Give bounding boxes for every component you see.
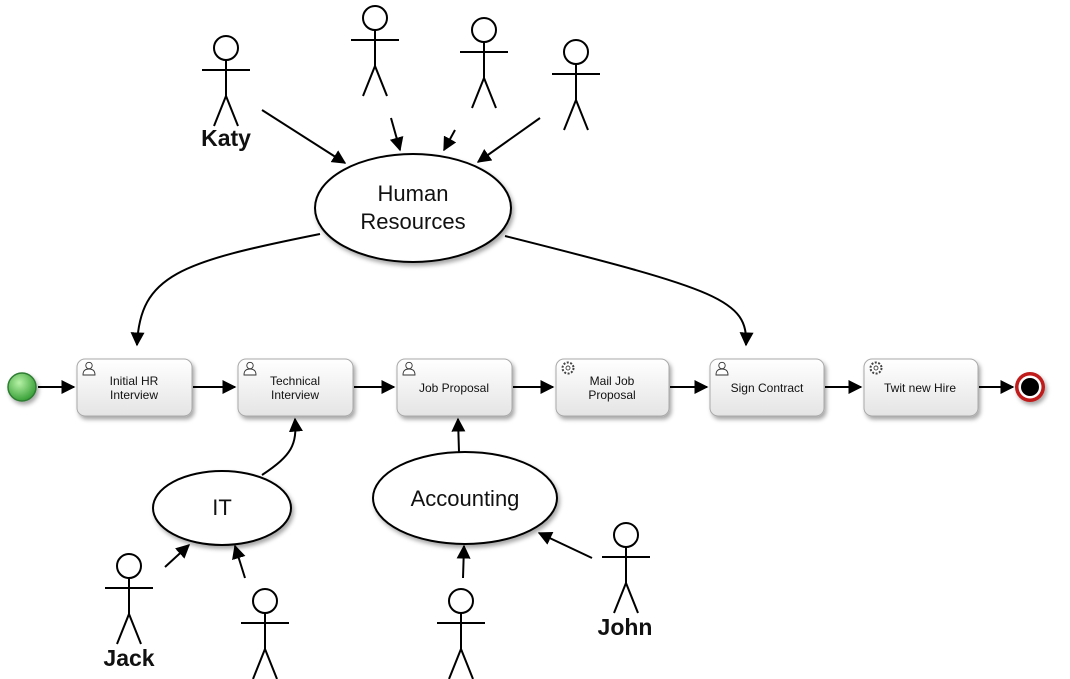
task-technical-interview[interactable]: Technical Interview xyxy=(237,358,354,417)
edge-it-t2 xyxy=(261,417,303,476)
stick-figure-icon xyxy=(351,5,399,97)
user-icon xyxy=(402,361,416,376)
task-label: Sign Contract xyxy=(731,381,804,395)
task-twit-new-hire[interactable]: Twit new Hire xyxy=(863,358,979,417)
edge-hr-t5 xyxy=(504,235,754,347)
task-initial-hr-interview[interactable]: Initial HR Interview xyxy=(76,358,193,417)
group-label: Human xyxy=(378,181,449,206)
group-it[interactable]: IT xyxy=(152,470,292,546)
stick-figure-icon xyxy=(202,35,250,127)
edge-jack-it xyxy=(164,544,191,568)
gear-icon xyxy=(561,361,575,375)
actor-accounting-2[interactable] xyxy=(437,588,485,679)
actor-edges xyxy=(164,109,593,579)
edge-actor3-hr xyxy=(443,129,457,152)
assignment-edges xyxy=(130,233,754,476)
stick-figure-icon xyxy=(105,553,153,645)
actor-jack[interactable]: Jack xyxy=(103,553,155,671)
stick-figure-icon xyxy=(552,39,600,131)
actor-katy[interactable]: Katy xyxy=(201,35,251,151)
edge-actor4-hr xyxy=(476,117,541,163)
task-label: Twit new Hire xyxy=(884,381,956,395)
actor-name: Jack xyxy=(103,645,154,671)
stick-figure-icon xyxy=(437,588,485,679)
group-label: IT xyxy=(212,495,232,520)
task-job-proposal[interactable]: Job Proposal xyxy=(396,358,513,417)
user-icon xyxy=(243,361,257,376)
task-sign-contract[interactable]: Sign Contract xyxy=(709,358,825,417)
group-human-resources[interactable]: Human Resources xyxy=(314,153,512,263)
actor-john[interactable]: John xyxy=(598,522,653,640)
actor-hr-2[interactable] xyxy=(351,5,399,97)
start-event[interactable] xyxy=(7,372,37,402)
edge-katy-hr xyxy=(261,109,347,164)
task-label: Interview xyxy=(110,388,158,402)
actor-name: Katy xyxy=(201,125,251,151)
actor-hr-4[interactable] xyxy=(552,39,600,131)
edge-acc-t3 xyxy=(451,417,466,453)
gear-icon xyxy=(869,361,883,375)
task-mail-job-proposal[interactable]: Mail Job Proposal xyxy=(555,358,670,417)
task-label: Initial HR xyxy=(110,374,159,388)
task-label: Technical xyxy=(270,374,320,388)
edge-actor7-acc xyxy=(456,544,471,579)
edge-john-acc xyxy=(537,532,593,559)
stick-figure-icon xyxy=(460,17,508,109)
task-label: Proposal xyxy=(588,388,635,402)
end-event[interactable] xyxy=(1015,372,1045,402)
edge-hr-t1 xyxy=(130,233,321,347)
user-icon xyxy=(715,361,729,376)
user-icon xyxy=(82,361,96,376)
task-label: Mail Job xyxy=(590,374,635,388)
actor-hr-3[interactable] xyxy=(460,17,508,109)
task-label: Job Proposal xyxy=(419,381,489,395)
stick-figure-icon xyxy=(241,588,289,679)
task-label: Interview xyxy=(271,388,319,402)
stick-figure-icon xyxy=(602,522,650,614)
group-label: Resources xyxy=(360,209,465,234)
group-label: Accounting xyxy=(411,486,520,511)
group-accounting[interactable]: Accounting xyxy=(372,451,558,545)
edge-actor6-it xyxy=(232,544,246,579)
actor-it-2[interactable] xyxy=(241,588,289,679)
edge-actor2-hr xyxy=(389,117,404,152)
actor-name: John xyxy=(598,614,653,640)
